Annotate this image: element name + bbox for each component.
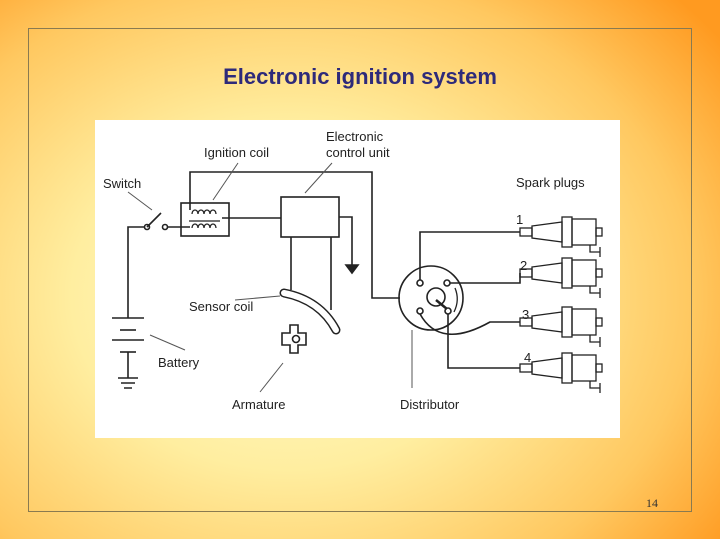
wire-battery [127, 226, 145, 318]
ground-icon [344, 264, 360, 275]
label-ignition-coil: Ignition coil [204, 145, 269, 160]
label-distributor: Distributor [400, 397, 460, 412]
spark-plug-1 [519, 216, 603, 257]
plug-number: 3 [522, 307, 529, 322]
switch-lever [146, 212, 162, 228]
slide-frame [28, 28, 692, 512]
label-ecu-2: control unit [326, 145, 390, 160]
wire-plug-2 [450, 273, 521, 284]
label-arrows [127, 162, 413, 393]
label-spark-plugs: Spark plugs [516, 175, 585, 190]
battery-icon [112, 317, 144, 389]
wire-ecu-sensor [290, 237, 332, 310]
armature-icon [281, 324, 307, 354]
label-sensor-coil: Sensor coil [189, 299, 253, 314]
spark-plug-2 [519, 257, 603, 298]
wire-plug-3 [419, 313, 520, 335]
label-ecu-1: Electronic [326, 129, 384, 144]
plug-number: 1 [516, 212, 523, 227]
slide-title: Electronic ignition system [223, 64, 497, 89]
plug-number: 2 [520, 258, 527, 273]
label-battery: Battery [158, 355, 200, 370]
switch-contact [161, 223, 169, 231]
spark-plug-3 [519, 306, 603, 347]
wire-plug-4 [447, 314, 520, 369]
coil-windings [189, 209, 220, 229]
wire-ecu-ground [339, 216, 353, 265]
ecu-box [280, 196, 340, 238]
wire-plug-1 [419, 231, 520, 280]
distributor [398, 265, 464, 331]
ignition-coil [180, 202, 230, 237]
spark-plugs [519, 216, 603, 393]
page-number: 14 [646, 496, 658, 510]
wire-top [189, 171, 400, 299]
plug-number: 4 [524, 350, 531, 365]
spark-plug-4 [519, 352, 603, 393]
label-armature: Armature [232, 397, 285, 412]
label-switch: Switch [103, 176, 141, 191]
